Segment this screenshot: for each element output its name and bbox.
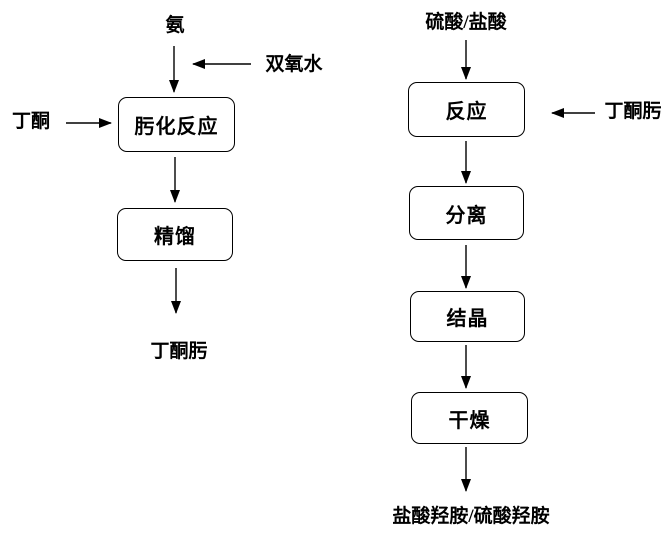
box-reaction: 反应 bbox=[408, 82, 525, 137]
label-ammonia: 氨 bbox=[165, 15, 185, 36]
label-butanone: 丁酮 bbox=[11, 111, 51, 132]
box-separation: 分离 bbox=[409, 186, 524, 240]
label-butanone-oxime-feed: 丁酮肟 bbox=[604, 101, 662, 122]
label-hydroxylamine-salts-product: 盐酸羟胺/硫酸羟胺 bbox=[392, 506, 550, 527]
label-hydrogen-peroxide: 双氧水 bbox=[265, 54, 323, 75]
box-oximation-reaction: 肟化反应 bbox=[118, 97, 235, 152]
label-sulfuric-hydrochloric-acid: 硫酸/盐酸 bbox=[425, 12, 507, 33]
box-drying: 干燥 bbox=[411, 392, 528, 444]
label-butanone-oxime-product: 丁酮肟 bbox=[150, 341, 208, 362]
box-distillation: 精馏 bbox=[117, 208, 233, 261]
box-crystallization: 结晶 bbox=[410, 291, 525, 342]
